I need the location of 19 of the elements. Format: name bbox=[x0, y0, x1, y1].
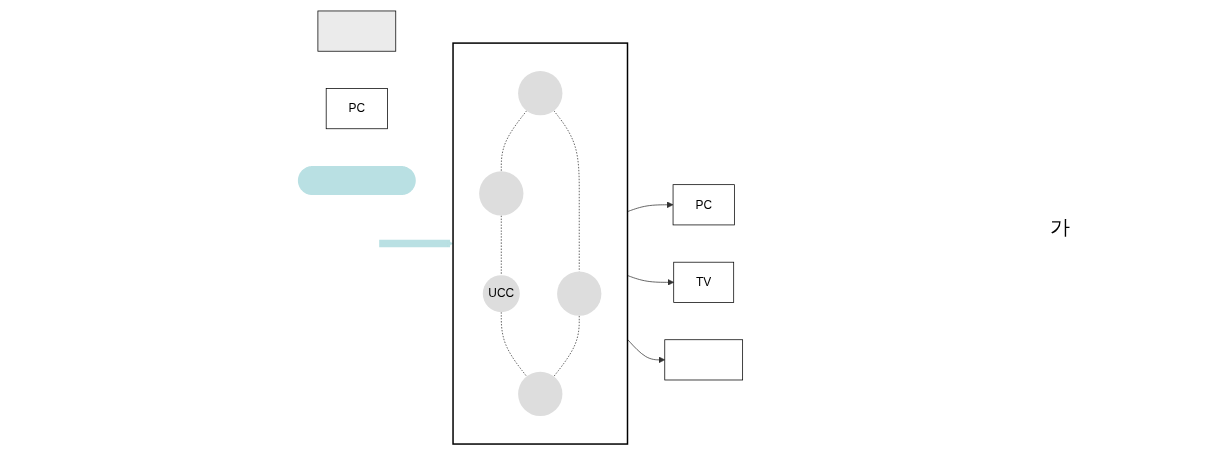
node-box: TV bbox=[673, 261, 734, 303]
node-circle bbox=[517, 71, 563, 116]
connector bbox=[500, 311, 527, 377]
node-box: PC bbox=[325, 88, 388, 130]
node-box: PC bbox=[672, 184, 735, 226]
node-circle bbox=[478, 171, 524, 216]
connector bbox=[500, 215, 502, 276]
connector bbox=[553, 315, 580, 377]
node-circle bbox=[556, 271, 602, 316]
node-ellipse bbox=[297, 166, 416, 196]
note-text: 가 bbox=[1050, 215, 1071, 240]
node-box bbox=[317, 10, 396, 52]
arrow bbox=[378, 239, 454, 248]
connector bbox=[553, 110, 580, 272]
connector bbox=[500, 110, 527, 172]
cluster bbox=[452, 42, 628, 445]
node-circle: UCC bbox=[482, 275, 520, 313]
node-circle bbox=[517, 371, 563, 417]
node-box bbox=[664, 339, 743, 381]
